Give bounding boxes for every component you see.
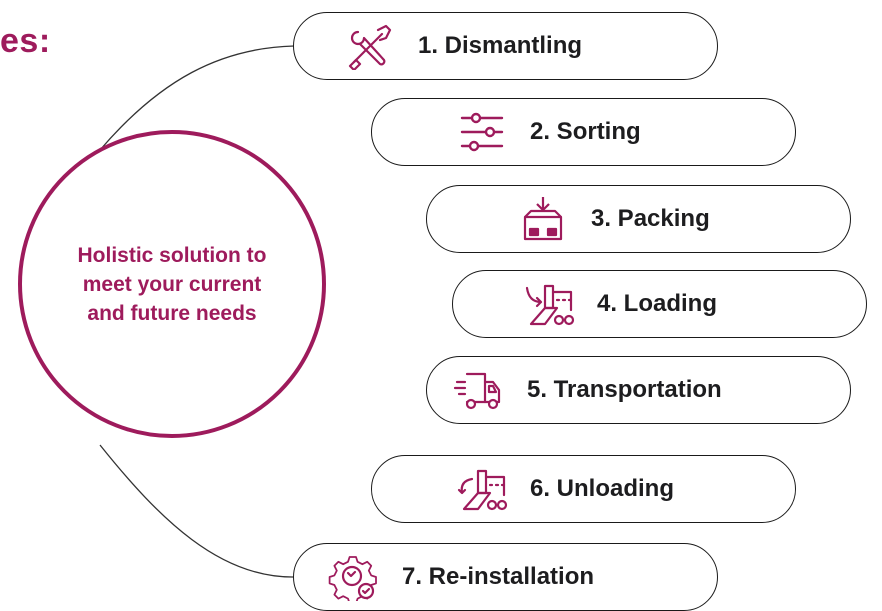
unloading-icon [454,463,510,515]
step-label: 5. Transportation [527,376,722,403]
hub-circle: Holistic solution to meet your current a… [18,130,326,438]
step-label: 4. Loading [597,290,717,317]
heading-fragment: es: [0,22,51,60]
step-packing: 3. Packing [426,185,851,253]
step-label: 6. Unloading [530,475,674,502]
step-transportation: 5. Transportation [426,356,851,424]
connector-bottom [99,444,295,578]
step-loading: 4. Loading [452,270,867,338]
step-label: 2. Sorting [530,118,641,145]
tools-icon [342,20,398,72]
truck-icon [451,364,507,416]
step-label: 7. Re-installation [402,563,595,590]
gear-check-icon [326,551,382,603]
step-unloading: 6. Unloading [371,455,796,523]
step-sorting: 2. Sorting [371,98,796,166]
hub-text: Holistic solution to meet your current a… [77,243,267,325]
connector-top [99,45,295,151]
step-dismantling: 1. Dismantling [293,12,718,80]
sliders-icon [454,106,510,158]
box-icon [515,193,571,245]
step-label: 1. Dismantling [418,32,583,59]
loading-icon [521,278,577,330]
step-label: 3. Packing [591,205,710,232]
step-reinstallation: 7. Re-installation [293,543,718,611]
